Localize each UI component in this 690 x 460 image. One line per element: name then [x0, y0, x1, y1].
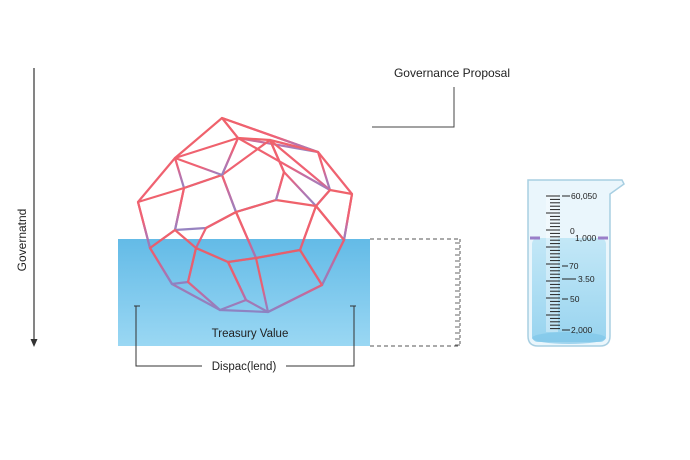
beaker-label-6: 50 [570, 294, 580, 304]
beaker-label-7: 2,000 [571, 325, 593, 335]
measure-guide-ticks [455, 242, 460, 346]
bracket-label: Dispac(lend) [212, 361, 277, 373]
dashed-measure-guide [370, 238, 461, 347]
axis-label: Governatnd [15, 209, 29, 272]
callout-leader-line [372, 87, 455, 128]
beaker-labels: 60,050 0 1,000 70 3.50 50 2,000 [562, 191, 597, 335]
bracket-label-bg [202, 358, 286, 374]
beaker-scale-ticks [546, 195, 560, 330]
vertical-axis [30, 68, 38, 347]
beaker-label-3: 1,000 [575, 233, 597, 243]
callout-label: Governance Proposal [394, 66, 510, 80]
beaker-label-2: 0 [570, 226, 575, 236]
polyhedron-wireframe [136, 116, 354, 314]
water-tank [118, 239, 370, 346]
beaker-label-5: 3.50 [578, 274, 595, 284]
beaker-label-1: 60,050 [571, 191, 597, 201]
tank-label: Treasury Value [212, 328, 289, 340]
beaker-label-4: 70 [569, 261, 579, 271]
